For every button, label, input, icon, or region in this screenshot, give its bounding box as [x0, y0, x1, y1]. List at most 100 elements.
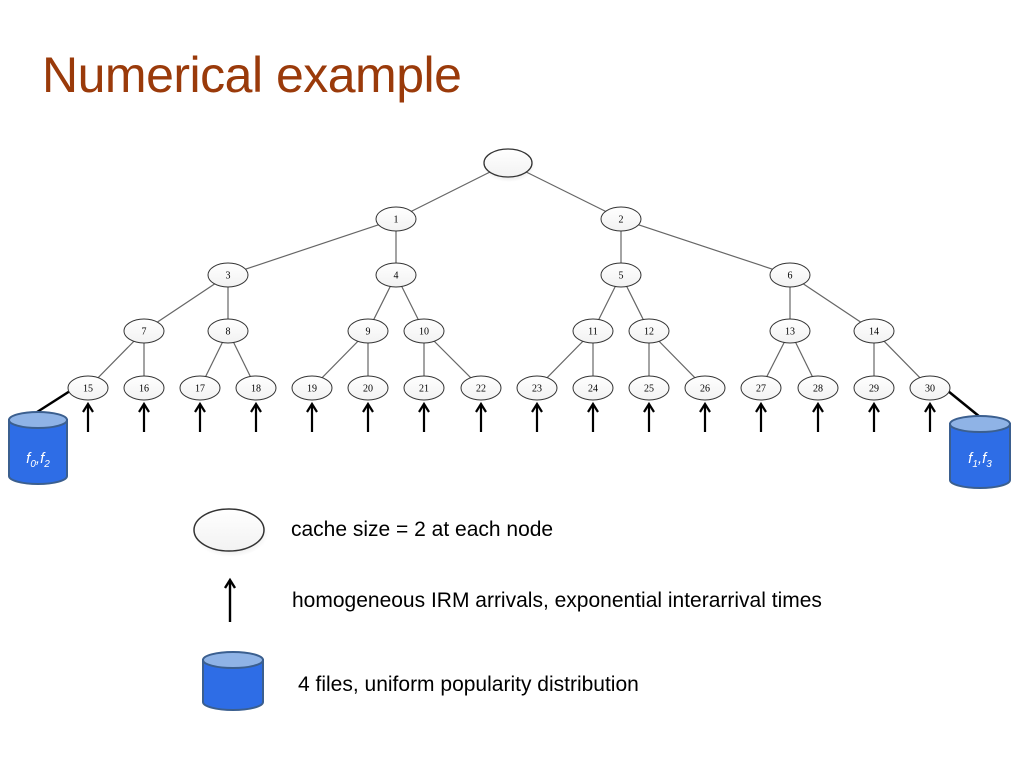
node-ellipse — [769, 318, 811, 344]
tree-node: 20 — [347, 375, 389, 401]
node-ellipse — [291, 375, 333, 401]
database-cylinder-icon — [949, 415, 1011, 489]
tree-node: 28 — [797, 375, 839, 401]
node-ellipse — [67, 375, 109, 401]
node-ellipse — [347, 318, 389, 344]
node-ellipse — [123, 318, 165, 344]
node-label: 27 — [756, 384, 766, 395]
node-ellipse — [123, 375, 165, 401]
legend-files-text: 4 files, uniform popularity distribution — [298, 673, 639, 696]
store-link-right — [947, 390, 981, 418]
tree-node: 3 — [207, 262, 249, 288]
node-ellipse — [403, 375, 445, 401]
node-label: 30 — [925, 384, 935, 395]
tree-node: 11 — [572, 318, 614, 344]
tree-node: 17 — [179, 375, 221, 401]
tree-node: 12 — [628, 318, 670, 344]
tree-node: 16 — [123, 375, 165, 401]
node-label: 3 — [226, 271, 231, 282]
node-label: 14 — [869, 327, 879, 338]
up-arrow-icon — [924, 401, 936, 432]
tree-node: 9 — [347, 318, 389, 344]
up-arrow-icon — [755, 401, 767, 432]
tree-node: 8 — [207, 318, 249, 344]
node-label: 20 — [363, 384, 373, 395]
node-ellipse — [572, 375, 614, 401]
node-label: 6 — [788, 271, 793, 282]
tree-node: 4 — [375, 262, 417, 288]
up-arrow-icon — [699, 401, 711, 432]
node-ellipse — [853, 318, 895, 344]
up-arrow-icon — [475, 401, 487, 432]
store-right-label: f1,f3 — [968, 450, 992, 470]
tree-edge — [620, 218, 791, 276]
tree-node: 1 — [375, 206, 417, 232]
node-ellipse — [769, 262, 811, 288]
legend-icons — [193, 508, 268, 711]
tree-node: 26 — [684, 375, 726, 401]
node-label: 2 — [619, 215, 624, 226]
file-stores — [8, 411, 1011, 489]
tree-node: 24 — [572, 375, 614, 401]
tree-node: 6 — [769, 262, 811, 288]
node-label: 11 — [588, 327, 598, 338]
tree-node: 15 — [67, 375, 109, 401]
node-label: 23 — [532, 384, 542, 395]
node-label: 1 — [394, 215, 399, 226]
legend-cache-text: cache size = 2 at each node — [291, 518, 554, 541]
tree-node: 27 — [740, 375, 782, 401]
tree-node: 29 — [853, 375, 895, 401]
slide-title: Numerical example — [42, 47, 462, 103]
node-label: 26 — [700, 384, 710, 395]
tree-node: 22 — [460, 375, 502, 401]
tree-edge — [143, 274, 229, 332]
node-ellipse — [853, 375, 895, 401]
node-ellipse — [684, 375, 726, 401]
up-arrow-icon — [587, 401, 599, 432]
up-arrow-icon — [418, 401, 430, 432]
up-arrow-icon — [362, 401, 374, 432]
tree-node: 18 — [235, 375, 277, 401]
node-label: 19 — [307, 384, 317, 395]
node-label: 18 — [251, 384, 261, 395]
node-ellipse — [600, 262, 642, 288]
node-label: 15 — [83, 384, 93, 395]
node-ellipse — [628, 318, 670, 344]
tree-node: 14 — [853, 318, 895, 344]
node-ellipse — [572, 318, 614, 344]
up-arrow-icon — [306, 401, 318, 432]
node-ellipse — [797, 375, 839, 401]
node-ellipse — [375, 262, 417, 288]
up-arrow-icon — [868, 401, 880, 432]
node-label: 13 — [785, 327, 795, 338]
up-arrow-icon — [138, 401, 150, 432]
root-node — [483, 148, 533, 178]
tree-node: 25 — [628, 375, 670, 401]
node-label: 8 — [226, 327, 231, 338]
tree-node: 13 — [769, 318, 811, 344]
up-arrow-icon — [82, 401, 94, 432]
tree-edge — [789, 274, 875, 332]
node-ellipse — [516, 375, 558, 401]
up-arrow-icon — [531, 401, 543, 432]
node-label: 5 — [619, 271, 624, 282]
up-arrow-icon — [250, 401, 262, 432]
up-arrow-icon — [643, 401, 655, 432]
tree-edge — [227, 218, 397, 276]
node-ellipse — [909, 375, 951, 401]
store-left-label: f0,f2 — [26, 450, 50, 470]
node-label: 10 — [419, 327, 429, 338]
node-label: 24 — [588, 384, 598, 395]
tree-node: 2 — [600, 206, 642, 232]
node-label: 16 — [139, 384, 149, 395]
node-label: 21 — [419, 384, 429, 395]
legend-arrival-text: homogeneous IRM arrivals, exponential in… — [292, 589, 822, 612]
tree-node: 23 — [516, 375, 558, 401]
node-ellipse — [403, 318, 445, 344]
tree-node: 30 — [909, 375, 951, 401]
node-label: 28 — [813, 384, 823, 395]
node-label: 17 — [195, 384, 205, 395]
database-cylinder-icon — [202, 651, 264, 711]
node-ellipse — [628, 375, 670, 401]
